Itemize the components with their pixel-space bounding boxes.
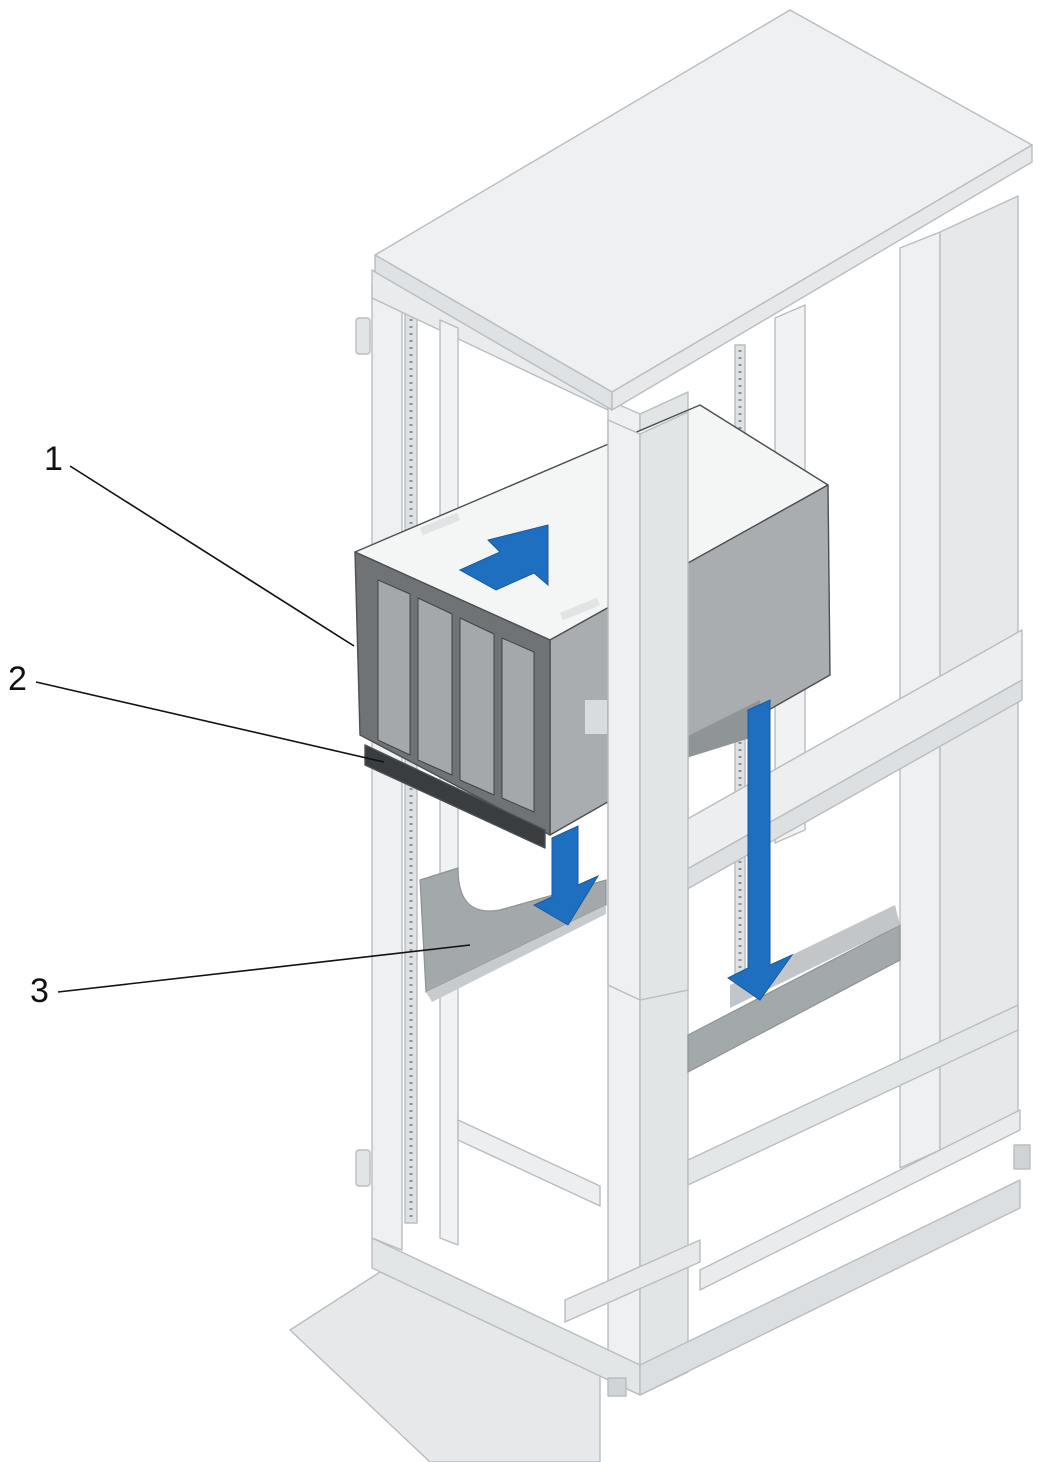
down-arrow-icon xyxy=(727,699,794,1001)
blade-slots xyxy=(377,579,535,813)
floor-ramp xyxy=(289,1271,601,1462)
callout-2: 2 xyxy=(8,660,385,763)
rack-base-front xyxy=(639,1179,1021,1396)
down-arrow-icon xyxy=(532,825,600,926)
support-rail-right xyxy=(687,905,901,1073)
rack-cabinet xyxy=(289,9,1033,1462)
push-arrow-icon xyxy=(458,524,549,591)
callout-label: 1 xyxy=(44,440,63,478)
callout-1: 1 xyxy=(44,440,355,647)
callout-label: 3 xyxy=(30,972,49,1010)
callout-3: 3 xyxy=(30,944,471,1010)
callout-label: 2 xyxy=(8,660,27,698)
